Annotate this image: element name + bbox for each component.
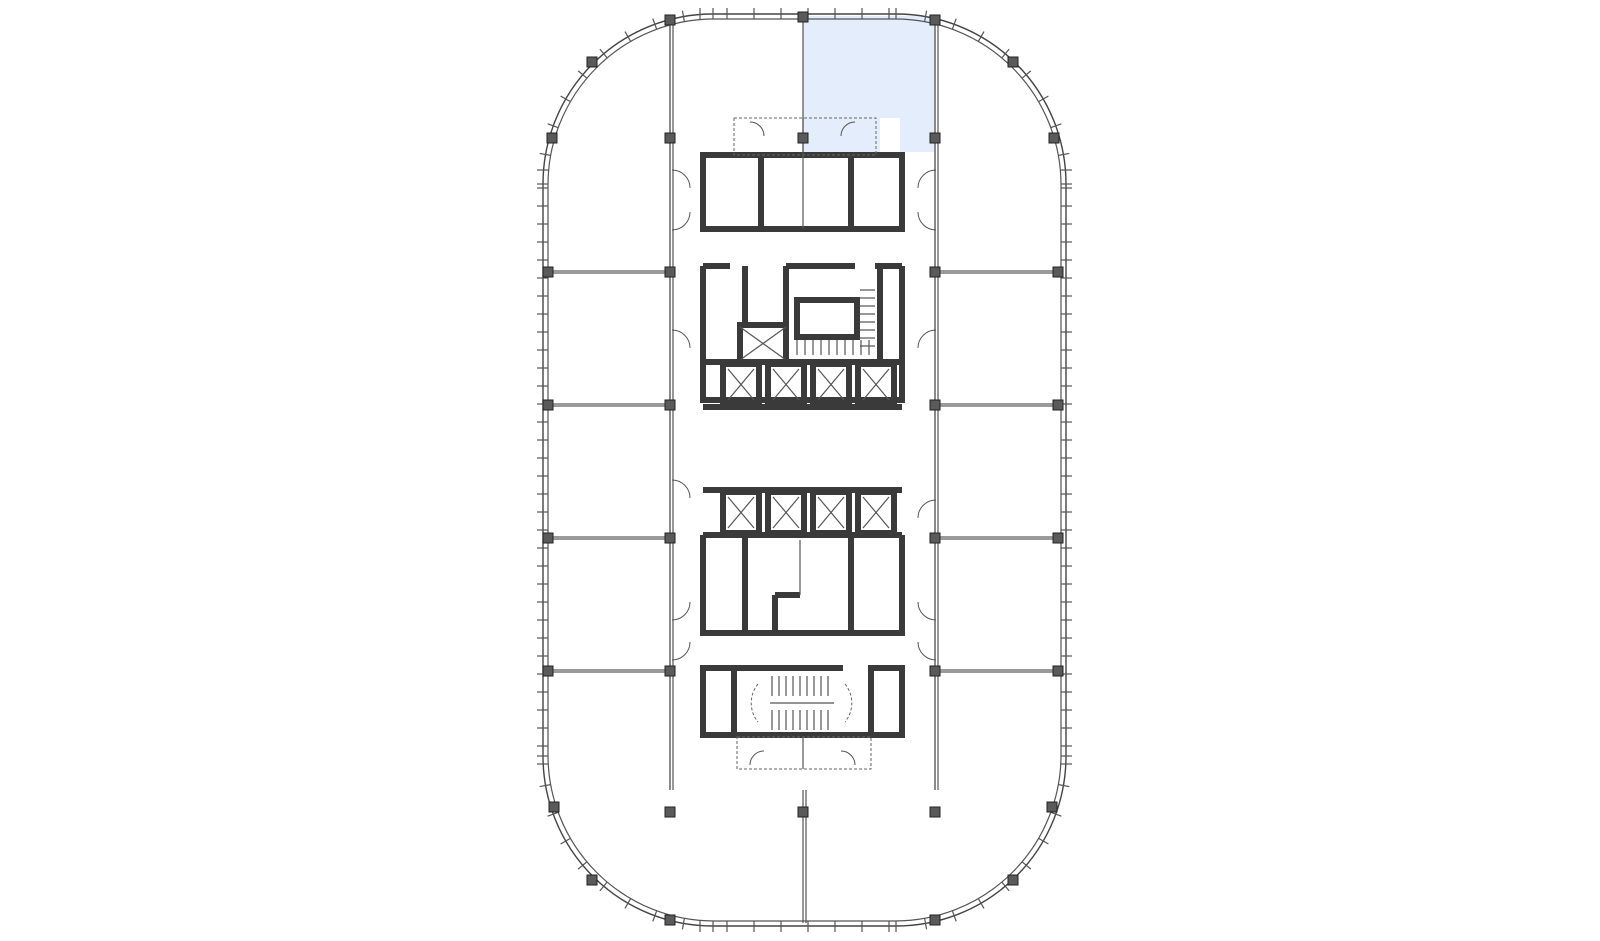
- column: [1046, 801, 1058, 813]
- column: [542, 266, 554, 278]
- office-partitions: [546, 18, 1062, 923]
- facade-mullions: [537, 8, 1072, 932]
- highlighted-unit[interactable]: [803, 16, 935, 152]
- column: [664, 914, 676, 926]
- column: [797, 806, 809, 818]
- column: [1048, 132, 1060, 144]
- building-core: [700, 152, 905, 738]
- column: [542, 532, 554, 544]
- column: [929, 914, 941, 926]
- column: [797, 11, 809, 23]
- column: [664, 665, 676, 677]
- restroom-pods: [733, 117, 877, 770]
- office-doors: [671, 169, 937, 661]
- column: [664, 266, 676, 278]
- column: [664, 532, 676, 544]
- column: [929, 665, 941, 677]
- column: [929, 266, 941, 278]
- column: [929, 806, 941, 818]
- column: [546, 132, 558, 144]
- column: [664, 14, 676, 26]
- column: [664, 806, 676, 818]
- column: [1007, 874, 1019, 886]
- column: [586, 56, 598, 68]
- column: [664, 399, 676, 411]
- column: [542, 399, 554, 411]
- column: [1007, 56, 1019, 68]
- column: [548, 801, 560, 813]
- elevator-bank-lower: [720, 489, 897, 536]
- column: [929, 399, 941, 411]
- column: [586, 874, 598, 886]
- structural-columns: [542, 11, 1064, 926]
- column: [542, 665, 554, 677]
- column: [1052, 266, 1064, 278]
- column: [929, 132, 941, 144]
- column: [1052, 665, 1064, 677]
- column: [797, 132, 809, 144]
- column: [929, 14, 941, 26]
- column: [1052, 532, 1064, 544]
- column: [664, 132, 676, 144]
- column: [929, 532, 941, 544]
- column: [1052, 399, 1064, 411]
